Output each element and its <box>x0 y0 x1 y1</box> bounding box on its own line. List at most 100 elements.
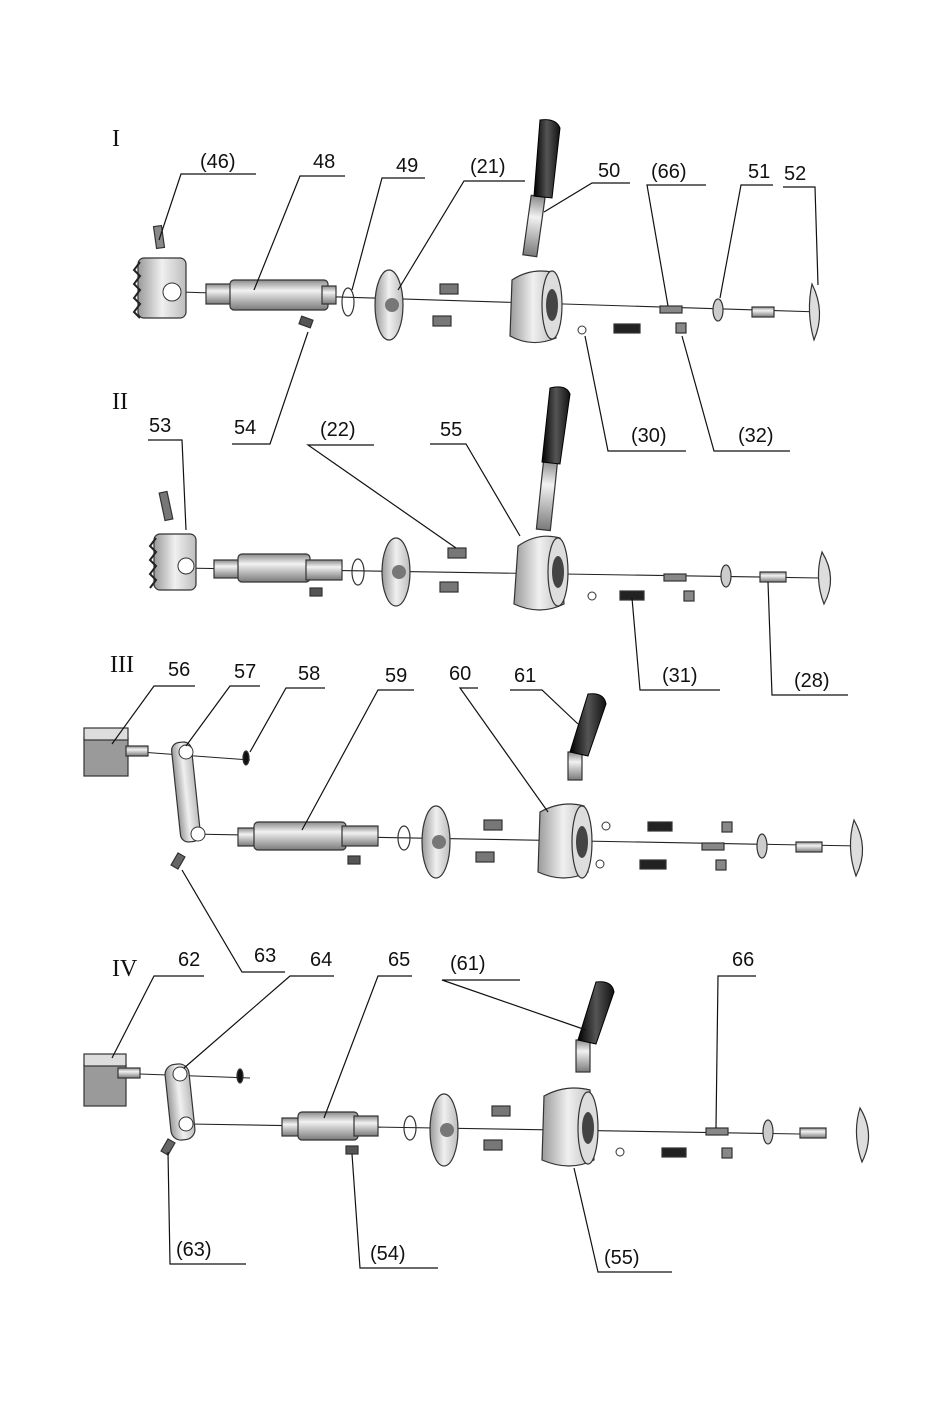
spring-part <box>614 324 640 333</box>
hub-part <box>538 804 592 878</box>
spring-part <box>640 860 666 869</box>
part-label: 52 <box>784 163 806 185</box>
part-label: 57 <box>234 661 256 683</box>
lever-handle-part <box>576 982 614 1072</box>
part-label: (32) <box>738 425 774 447</box>
section-4: IV <box>84 949 869 1272</box>
section-numeral: I <box>112 126 120 152</box>
block-part <box>84 1054 140 1106</box>
part-label: 55 <box>440 419 462 441</box>
part-label: 63 <box>254 945 276 967</box>
retaining-ring-part <box>237 1069 243 1083</box>
flange-part <box>422 806 450 878</box>
gear-part <box>134 226 186 318</box>
part-label: (21) <box>470 156 506 178</box>
gear-part <box>150 491 196 590</box>
pin-part <box>664 574 686 581</box>
knob-part <box>818 552 830 604</box>
part-label: 58 <box>298 663 320 685</box>
part-label: (66) <box>651 161 687 183</box>
part-label: 60 <box>449 663 471 685</box>
assembly-axis <box>140 752 250 760</box>
spring-part <box>648 822 672 831</box>
set-screw-part <box>684 591 694 601</box>
screw-part <box>476 820 502 862</box>
part-label: 62 <box>178 949 200 971</box>
part-label: 61 <box>514 665 536 687</box>
flange-part <box>430 1094 458 1166</box>
part-label: (30) <box>631 425 667 447</box>
part-label: (28) <box>794 670 830 692</box>
part-label: 50 <box>598 160 620 182</box>
part-label: 64 <box>310 949 332 971</box>
part-label: 49 <box>396 155 418 177</box>
knob-part <box>809 284 819 340</box>
knob-part <box>856 1108 868 1162</box>
washer-part <box>757 834 767 858</box>
bolt-part <box>752 307 774 317</box>
block-part <box>84 728 148 776</box>
shaft-part <box>214 554 342 596</box>
part-label: 59 <box>385 665 407 687</box>
bolt-part <box>800 1128 826 1138</box>
ball-part <box>602 822 610 830</box>
crank-arm-part <box>171 741 205 869</box>
washer-part <box>721 565 731 587</box>
retaining-ring-part <box>243 751 249 765</box>
lever-handle-part <box>568 694 606 780</box>
part-label: (22) <box>320 419 356 441</box>
set-screw-part <box>722 1148 732 1158</box>
hub-part <box>542 1088 598 1166</box>
flange-part <box>382 538 410 606</box>
assembly-axis <box>140 1074 250 1078</box>
screw-part <box>440 548 466 592</box>
part-label: 66 <box>732 949 754 971</box>
part-label: (31) <box>662 665 698 687</box>
part-label: 56 <box>168 659 190 681</box>
lever-handle-part <box>536 387 570 531</box>
pin-part <box>660 306 682 313</box>
bolt-part <box>796 842 822 852</box>
shaft-part <box>238 822 378 864</box>
set-screw-part <box>722 822 732 832</box>
set-screw-part <box>716 860 726 870</box>
screw-part <box>484 1106 510 1150</box>
hub-part <box>510 271 562 343</box>
part-label: 53 <box>149 415 171 437</box>
ball-part <box>616 1148 624 1156</box>
part-label: (63) <box>176 1239 212 1261</box>
washer-part <box>763 1120 773 1144</box>
part-label: (61) <box>450 953 486 975</box>
part-label: 51 <box>748 161 770 183</box>
ball-part <box>596 860 604 868</box>
lever-handle-part <box>523 120 560 257</box>
part-label: (46) <box>200 151 236 173</box>
washer-part <box>713 299 723 321</box>
pin-part <box>702 843 724 850</box>
o-ring-part <box>352 559 364 585</box>
crank-arm-part <box>161 1063 196 1155</box>
part-label: 65 <box>388 949 410 971</box>
screw-part <box>433 284 458 326</box>
spring-part <box>662 1148 686 1157</box>
o-ring-part <box>342 288 354 316</box>
section-numeral: IV <box>112 956 138 982</box>
flange-part <box>375 270 403 340</box>
ball-part <box>578 326 586 334</box>
section-3: III <box>84 652 863 972</box>
ball-part <box>588 592 596 600</box>
section-1: I <box>112 120 820 451</box>
part-label: 54 <box>234 417 256 439</box>
section-numeral: III <box>110 652 134 678</box>
shaft-part <box>282 1112 378 1154</box>
part-label: (54) <box>370 1243 406 1265</box>
knob-part <box>850 820 862 876</box>
set-screw-part <box>676 323 686 333</box>
shaft-part <box>206 280 336 328</box>
section-numeral: II <box>112 389 128 415</box>
part-label: 48 <box>313 151 335 173</box>
part-label: (55) <box>604 1247 640 1269</box>
pin-part <box>706 1128 728 1135</box>
bolt-part <box>760 572 786 582</box>
